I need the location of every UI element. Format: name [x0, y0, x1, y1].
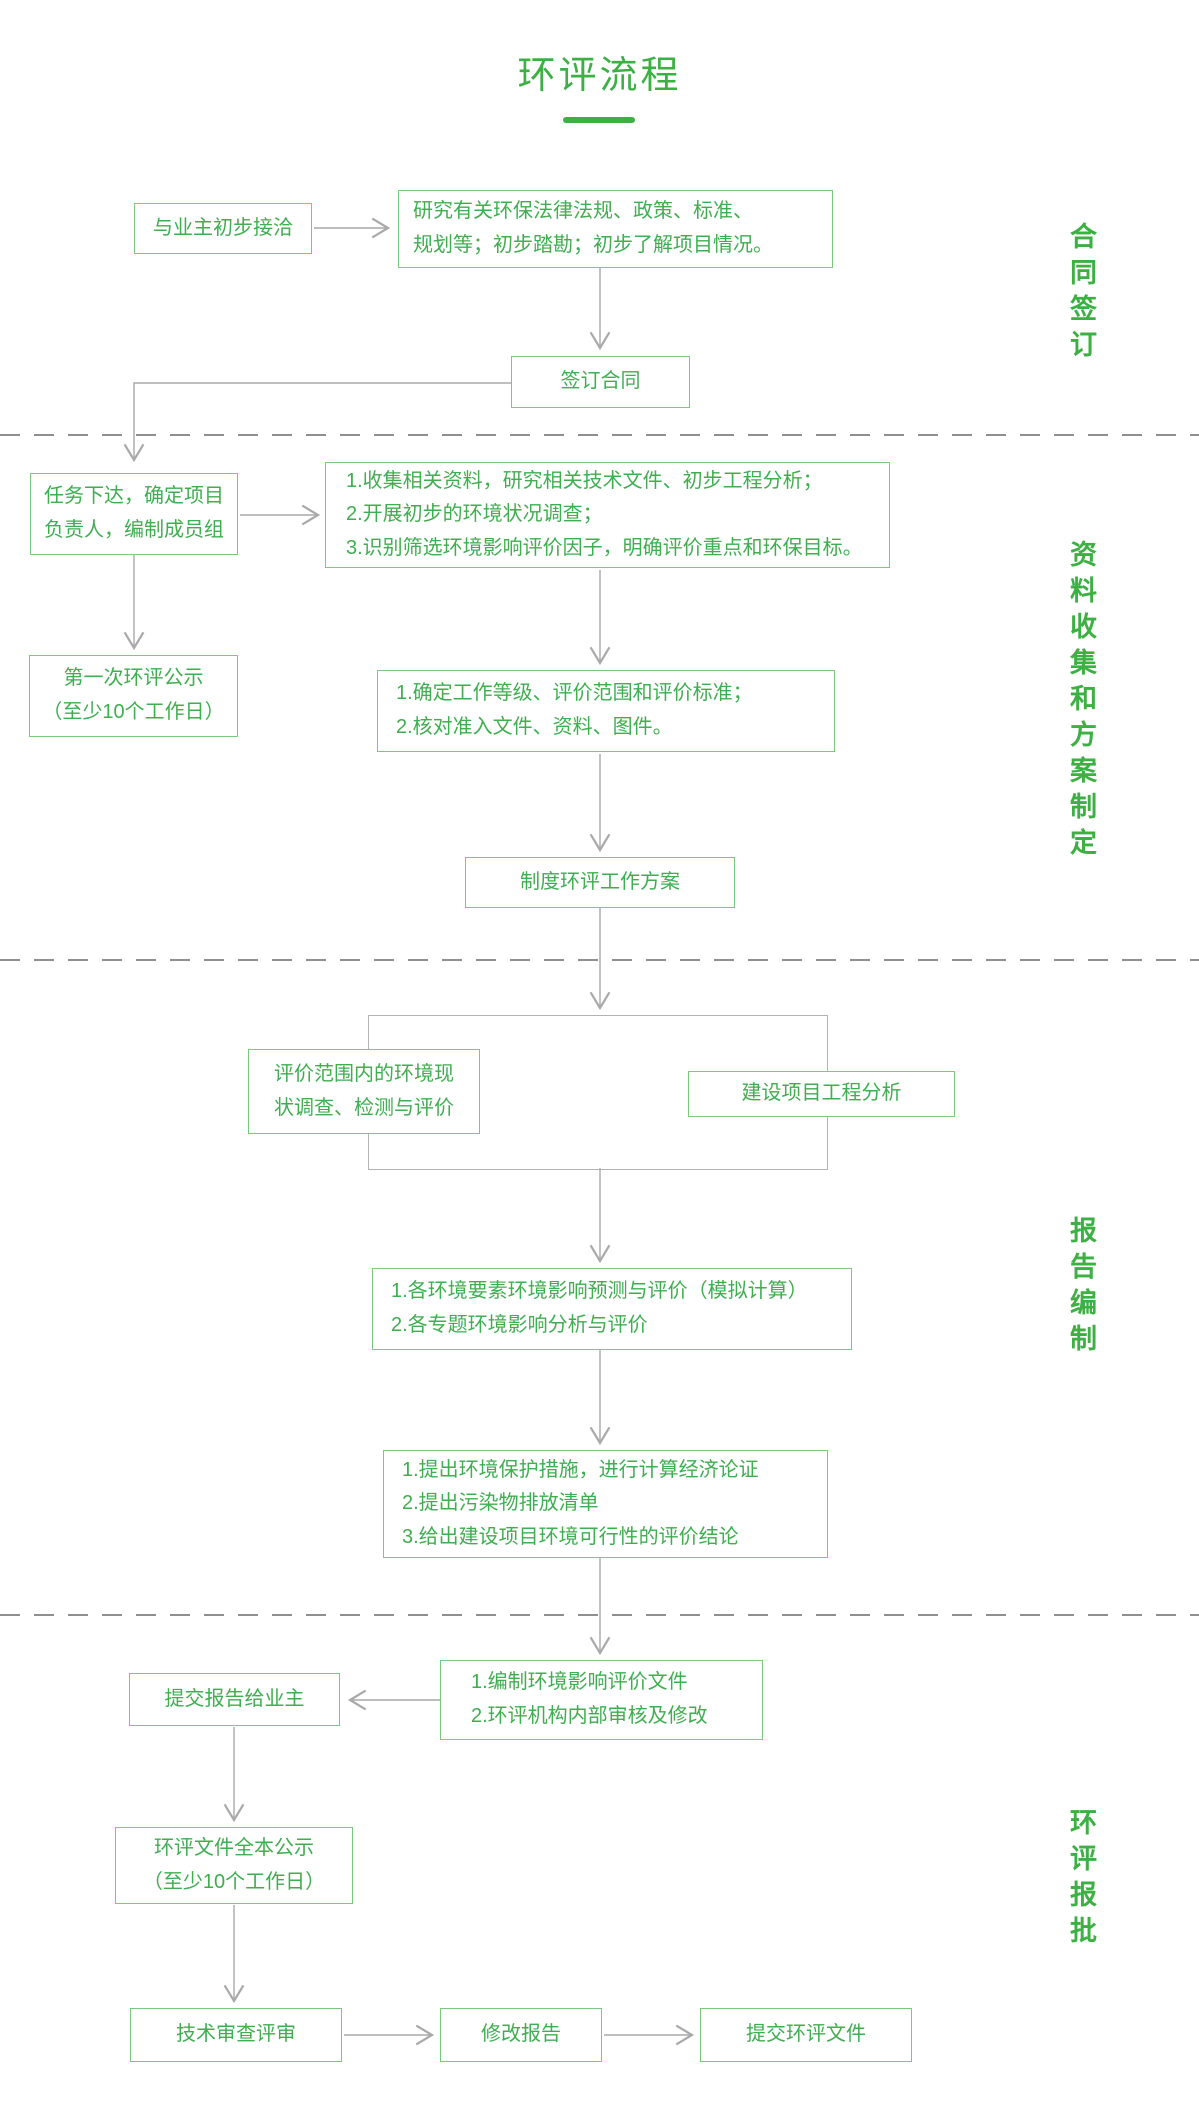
node-technical-review: 技术审查评审 — [130, 2008, 342, 2062]
node-task-assignment: 任务下达，确定项目 负责人，编制成员组 — [30, 473, 238, 555]
node-first-publicity: 第一次环评公示 （至少10个工作日） — [29, 655, 238, 737]
node-impact-prediction: 1.各环境要素环境影响预测与评价（模拟计算） 2.各专题环境影响分析与评价 — [372, 1268, 852, 1350]
node-sign-contract: 签订合同 — [511, 356, 690, 408]
page-title: 环评流程 — [517, 55, 682, 97]
stage-label-eia-approval: 环评报批 — [1066, 1808, 1096, 1952]
node-research-regulations: 研究有关环保法律法规、政策、标准、 规划等；初步踏勘；初步了解项目情况。 — [398, 190, 833, 268]
title-underline — [563, 117, 635, 123]
node-collect-data: 1.收集相关资料，研究相关技术文件、初步工程分析； 2.开展初步的环境状况调查；… — [325, 462, 890, 568]
node-submit-to-owner: 提交报告给业主 — [129, 1673, 340, 1726]
node-initial-contact: 与业主初步接洽 — [134, 203, 312, 254]
stage-label-report-compilation: 报告编制 — [1066, 1216, 1096, 1360]
node-compile-documents: 1.编制环境影响评价文件 2.环评机构内部审核及修改 — [440, 1660, 763, 1740]
node-work-plan: 制度环评工作方案 — [465, 857, 735, 908]
node-env-status-survey: 评价范围内的环境现 状调查、检测与评价 — [248, 1049, 480, 1134]
node-protection-measures: 1.提出环境保护措施，进行计算经济论证 2.提出污染物排放清单 3.给出建设项目… — [383, 1450, 828, 1558]
stage-label-data-collection: 资料收集和方案制定 — [1066, 540, 1096, 864]
arrow — [123, 382, 511, 463]
node-full-publicity: 环评文件全本公示 （至少10个工作日） — [115, 1827, 353, 1904]
stage-label-contract-signing: 合同签订 — [1066, 222, 1096, 366]
node-submit-eia-docs: 提交环评文件 — [700, 2008, 912, 2062]
node-determine-level: 1.确定工作等级、评价范围和评价标准； 2.核对准入文件、资料、图件。 — [377, 670, 835, 752]
node-project-analysis: 建设项目工程分析 — [688, 1071, 955, 1117]
node-revise-report: 修改报告 — [440, 2008, 602, 2062]
